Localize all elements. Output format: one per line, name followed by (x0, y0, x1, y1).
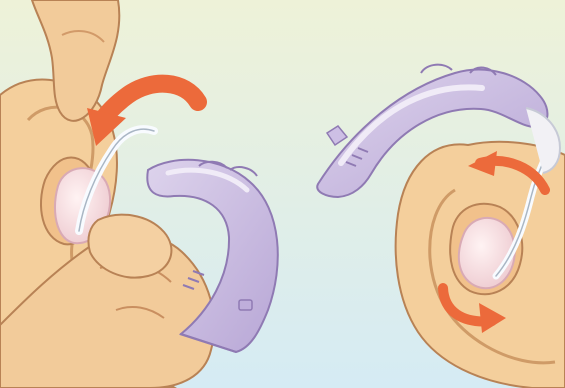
illustration-canvas (0, 0, 565, 388)
hearing-aid-fitting-illustration (0, 0, 565, 388)
